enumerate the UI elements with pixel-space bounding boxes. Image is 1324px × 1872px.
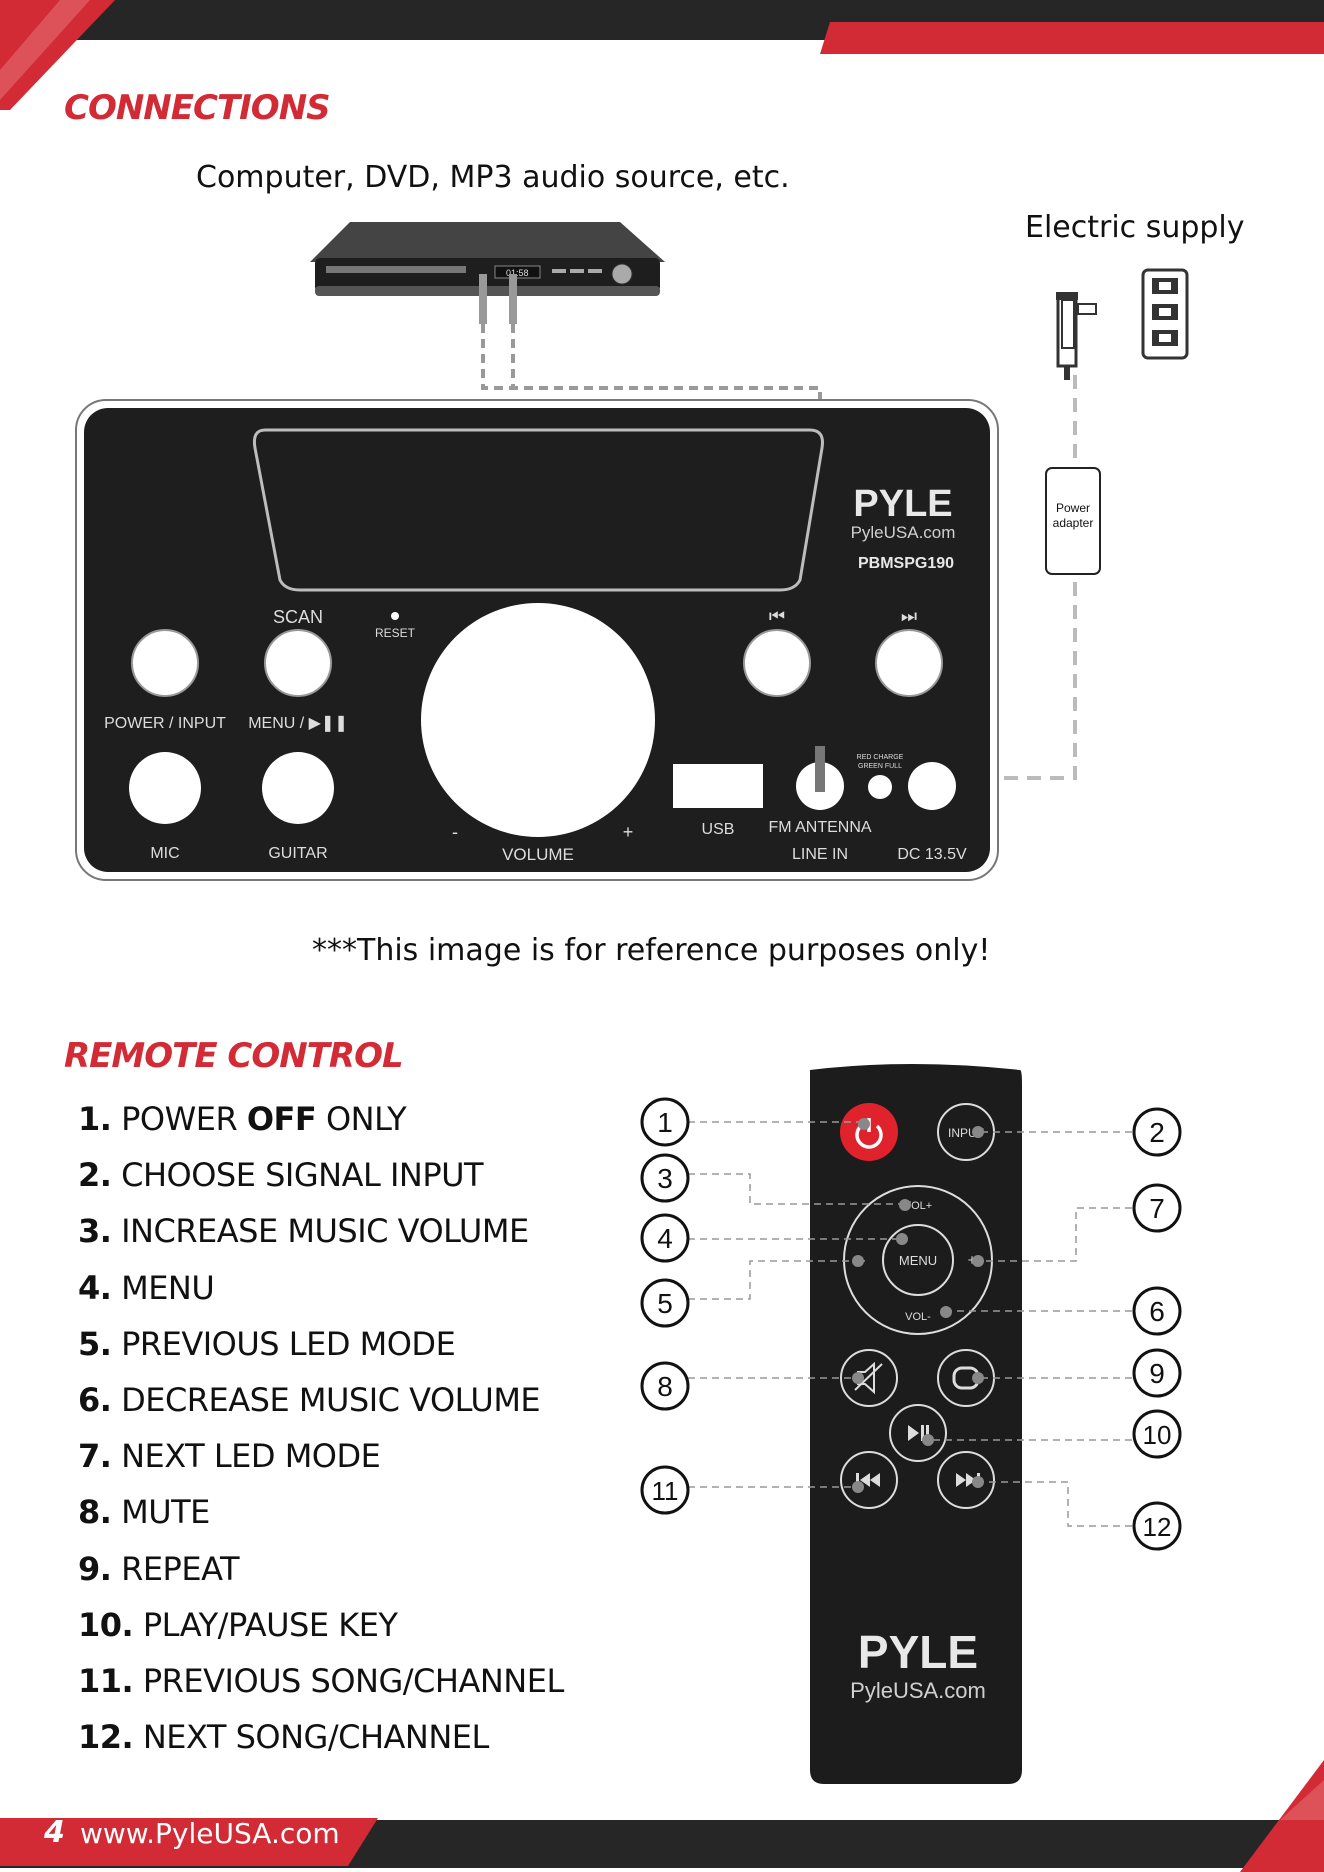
legend-item: 10. PLAY/PAUSE KEY: [78, 1605, 398, 1644]
legend-item: 8. MUTE: [78, 1493, 210, 1532]
disclaimer: ***This image is for reference purposes …: [312, 933, 991, 968]
scan-menu-knob: [264, 629, 332, 697]
callout-12: 12: [1143, 1512, 1172, 1542]
usb-port: [673, 764, 763, 808]
svg-text:MIC: MIC: [150, 845, 179, 862]
svg-text:USB: USB: [702, 821, 735, 838]
callout-4: 4: [657, 1223, 673, 1254]
svg-text:VOLUME: VOLUME: [502, 845, 574, 864]
legend-item: 9. REPEAT: [78, 1549, 240, 1588]
wall-outlet-illustration: [1141, 268, 1189, 360]
dc-jack: [908, 762, 956, 810]
remote-brand: PYLE: [858, 1626, 978, 1678]
svg-text:VOL-: VOL-: [905, 1311, 931, 1323]
legend-item: 6. DECREASE MUSIC VOLUME: [78, 1380, 541, 1419]
callout-3: 3: [657, 1163, 673, 1194]
legend-item: 2. CHOOSE SIGNAL INPUT: [78, 1156, 484, 1195]
power-adapter-box: Power adapter: [1045, 467, 1101, 575]
svg-text:+: +: [623, 822, 634, 842]
legend-item: 3. INCREASE MUSIC VOLUME: [78, 1212, 529, 1251]
svg-text:RED CHARGE: RED CHARGE: [857, 754, 904, 761]
panel-site: PyleUSA.com: [851, 523, 956, 542]
next-track-knob: [875, 629, 943, 697]
remote-legend: 1. POWER OFF ONLY 2. CHOOSE SIGNAL INPUT…: [78, 1100, 564, 1774]
svg-text:DC 13.5V: DC 13.5V: [897, 846, 967, 863]
callout-10: 10: [1143, 1420, 1172, 1450]
svg-text:GUITAR: GUITAR: [268, 845, 327, 862]
svg-text:FM ANTENNA: FM ANTENNA: [768, 819, 871, 836]
callout-1: 1: [657, 1107, 673, 1138]
svg-text:adapter: adapter: [1053, 516, 1094, 530]
legend-item: 7. NEXT LED MODE: [78, 1437, 381, 1476]
callout-2: 2: [1149, 1117, 1165, 1148]
svg-text:LINE IN: LINE IN: [792, 846, 848, 863]
remote-diagram: INPUT MENU VOL+ VOL- - + PYLE PyleUSA.co…: [640, 1064, 1182, 1784]
remote-control-heading: REMOTE CONTROL: [64, 1036, 404, 1076]
footer-bands: [0, 1760, 1324, 1872]
svg-text:SCAN: SCAN: [273, 607, 323, 627]
dvd-player-illustration: 01:58: [310, 222, 665, 324]
legend-item: 1. POWER OFF ONLY: [78, 1100, 407, 1138]
callout-9: 9: [1149, 1358, 1165, 1389]
svg-text:RESET: RESET: [375, 626, 416, 640]
page-number: 4: [44, 1815, 65, 1850]
supply-caption: Electric supply: [1025, 210, 1245, 245]
volume-knob: [421, 603, 655, 837]
power-input-knob: [131, 629, 199, 697]
svg-text:⏭: ⏭: [901, 606, 917, 626]
svg-text:GREEN FULL: GREEN FULL: [858, 763, 902, 770]
connection-diagram: 01:58 Power adapter: [75, 222, 1189, 881]
mic-jack: [129, 752, 201, 824]
svg-text:POWER / INPUT: POWER / INPUT: [104, 715, 226, 732]
panel-model: PBMSPG190: [858, 555, 954, 572]
legend-item: 12. NEXT SONG/CHANNEL: [78, 1718, 489, 1757]
panel-brand: PYLE: [853, 483, 952, 525]
svg-text:MENU / ▶❚❚: MENU / ▶❚❚: [248, 715, 348, 732]
svg-text:VOL+: VOL+: [904, 1200, 932, 1212]
legend-item: 11. PREVIOUS SONG/CHANNEL: [78, 1661, 564, 1700]
svg-text:MENU: MENU: [899, 1253, 937, 1268]
speaker-panel: PYLE PyleUSA.com PBMSPG190 SCAN RESET ⏮ …: [75, 399, 999, 881]
reset-hole: [391, 612, 399, 620]
connections-heading: CONNECTIONS: [64, 88, 331, 128]
legend-item: 5. PREVIOUS LED MODE: [78, 1324, 456, 1363]
svg-text:⏮: ⏮: [769, 606, 785, 626]
guitar-jack: [262, 752, 334, 824]
remote-site: PyleUSA.com: [850, 1678, 986, 1703]
remote-body: [810, 1064, 1022, 1784]
prev-track-knob: [743, 629, 811, 697]
power-plug-illustration: [1056, 292, 1097, 380]
footer-url[interactable]: www.PyleUSA.com: [80, 1817, 340, 1850]
callout-7: 7: [1149, 1193, 1165, 1224]
remote-menu-button: [882, 1224, 954, 1296]
callout-11: 11: [652, 1476, 679, 1506]
remote-power-button: [840, 1103, 898, 1161]
legend-item: 4. MENU: [78, 1268, 215, 1307]
callout-8: 8: [657, 1371, 673, 1402]
svg-text:-: -: [452, 822, 458, 842]
remote-mute-button: [840, 1349, 898, 1407]
source-caption: Computer, DVD, MP3 audio source, etc.: [196, 160, 790, 195]
callout-5: 5: [657, 1288, 673, 1319]
svg-text:Power: Power: [1056, 501, 1090, 515]
remote-play-pause-button: [889, 1404, 947, 1462]
remote-prev-button: [840, 1451, 898, 1509]
player-display: 01:58: [506, 268, 529, 278]
callout-6: 6: [1149, 1296, 1165, 1327]
charge-led: [868, 775, 892, 799]
remote-dpad-ring: [843, 1185, 993, 1335]
header-bands: [0, 0, 1324, 110]
